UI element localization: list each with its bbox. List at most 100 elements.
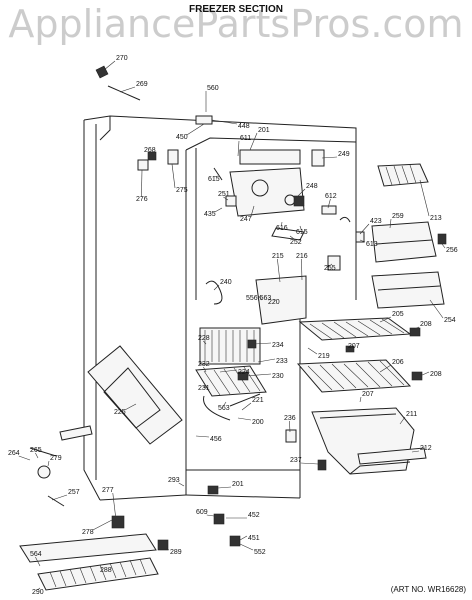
leader-line (419, 179, 430, 217)
leader-line (250, 205, 255, 218)
air-duct-cover (255, 275, 307, 325)
leader-line (171, 163, 176, 189)
leader-line (321, 156, 338, 159)
leader-line (419, 371, 430, 377)
part-label: 264 (8, 450, 20, 457)
leader-line (253, 342, 272, 345)
leader-line (206, 514, 215, 517)
part-label: 435 (204, 211, 216, 218)
part-label: 259 (392, 213, 404, 220)
bottom-grille (19, 533, 159, 591)
leader-line (35, 452, 39, 459)
part-label: 609 (196, 509, 208, 516)
part-label: 212 (420, 445, 432, 452)
part-label: 456 (210, 436, 222, 443)
door-shelf-bins (371, 221, 445, 309)
leader-line (359, 223, 370, 235)
leader-line (237, 140, 240, 157)
part-label: 564 (30, 551, 42, 558)
part-label: 293 (168, 477, 180, 484)
part-label: 256 (446, 247, 458, 254)
part-label: 612 (325, 193, 337, 200)
art-number: (ART NO. WR16628) (390, 585, 466, 594)
part-label: 616 (276, 225, 288, 232)
part-label: 207 (348, 343, 360, 350)
part-label: 201 (258, 127, 270, 134)
leader-line (92, 519, 113, 531)
leader-line (219, 369, 238, 373)
leader-line (241, 402, 252, 411)
part-label: 290 (32, 589, 44, 596)
cabinet-outline (83, 115, 357, 501)
leader-line (211, 119, 238, 125)
leader-line (301, 258, 303, 281)
leader-line (257, 358, 276, 363)
lower-wire-shelf (296, 359, 412, 393)
part-label: 255 (324, 265, 336, 272)
leader-line (223, 401, 227, 407)
part-label: 254 (444, 317, 456, 324)
part-label: 231 (198, 385, 210, 392)
leader-line (289, 235, 296, 241)
part-label: 216 (296, 253, 308, 260)
part-label: 257 (68, 489, 80, 496)
part-label: 269 (136, 81, 148, 88)
leader-line (103, 60, 116, 71)
leader-line (217, 486, 232, 489)
leader-line (237, 417, 252, 421)
leader-line (329, 263, 333, 267)
leader-line (37, 587, 41, 591)
part-label: 423 (370, 218, 382, 225)
part-label: 276 (136, 196, 148, 203)
part-label: 232 (198, 361, 210, 368)
part-label: 278 (82, 529, 94, 536)
leader-line (289, 420, 291, 433)
part-label: 270 (116, 55, 128, 62)
leader-line (327, 198, 331, 209)
upper-wire-shelf (298, 317, 412, 341)
leader-line (213, 175, 219, 178)
part-label: 201 (232, 481, 244, 488)
leader-line (239, 535, 248, 541)
part-label: 611 (240, 135, 251, 142)
part-label: 208 (420, 321, 432, 328)
part-label: 448 (238, 123, 250, 130)
leader-lines (18, 60, 446, 591)
part-label: 237 (290, 457, 302, 464)
left-wire-shelf (195, 365, 267, 397)
leader-line (223, 196, 229, 201)
part-label: 234 (272, 342, 284, 349)
leader-line (249, 132, 258, 151)
part-label: 230 (272, 373, 284, 380)
part-label: 221 (252, 397, 264, 404)
leader-line (429, 299, 444, 319)
ice-tray (377, 163, 429, 187)
part-label: 220 (268, 299, 280, 306)
part-label: 289 (170, 549, 182, 556)
leader-line (186, 123, 205, 136)
leader-line (345, 348, 348, 351)
part-label: 251 (218, 191, 230, 198)
part-label: 560 (207, 85, 219, 92)
leader-line (389, 218, 392, 229)
leader-line (258, 295, 263, 301)
leader-line (300, 462, 319, 465)
leader-line (213, 284, 220, 291)
wire-basket (87, 345, 183, 445)
part-label: 224 (238, 369, 250, 376)
leader-line (141, 169, 143, 198)
diagram-title: FREEZER SECTION (189, 4, 283, 15)
leader-line (203, 340, 207, 345)
leader-line (203, 385, 207, 389)
part-label: 451 (248, 535, 260, 542)
leader-line (239, 543, 254, 551)
part-label: 228 (198, 335, 210, 342)
leader-line (245, 373, 272, 377)
leader-line (18, 455, 31, 461)
part-label: 563 (218, 405, 230, 412)
part-label: 249 (338, 151, 350, 158)
part-label: 277 (102, 487, 114, 494)
part-label: 279 (50, 455, 62, 462)
part-label: 613 (366, 241, 378, 248)
